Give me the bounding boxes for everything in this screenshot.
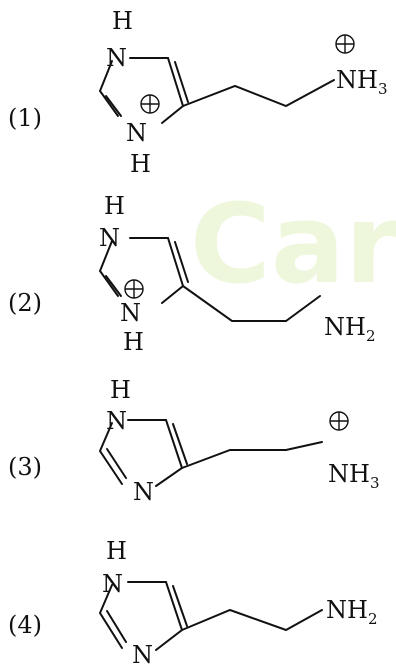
ring-bottom-h: H: [130, 150, 151, 178]
ring-bottom-n: N: [126, 119, 147, 147]
ring-top-h: H: [110, 376, 131, 404]
ethyl-chain: [181, 608, 323, 632]
ring-top-n: N: [99, 224, 120, 252]
amine-group: NH3: [336, 66, 387, 98]
structure-2: (2) H N N H NH2: [8, 192, 375, 356]
ring-double-bond: [174, 61, 189, 103]
ring-bottom-h: H: [123, 328, 144, 356]
ring-top-n: N: [106, 407, 127, 435]
structure-label: (3): [8, 453, 42, 481]
ring-top-n: N: [106, 44, 127, 72]
ring-charge-icon: [124, 279, 144, 299]
structure-3: (3) H N N NH3: [8, 376, 379, 506]
amine-charge-icon: [329, 411, 349, 431]
ring-bottom-n: N: [120, 299, 141, 327]
structure-4: (4) H N N NH2: [8, 537, 377, 665]
ring-bottom-n: N: [132, 641, 153, 665]
structure-label: (4): [8, 611, 42, 639]
ring-bottom-n: N: [133, 478, 154, 506]
ring-top-h: H: [104, 192, 125, 220]
ring-top-n: N: [102, 570, 123, 598]
ring-double-bond-left: [105, 275, 122, 297]
amine-group: NH2: [326, 596, 377, 628]
ring-top-h: H: [112, 7, 133, 35]
ring-bonds-left: [98, 584, 123, 649]
ethyl-chain: [182, 285, 321, 322]
amine-group: NH2: [324, 313, 375, 345]
ring-charge-icon: [140, 94, 160, 114]
ring-bonds: [127, 581, 184, 651]
ring-double-bond: [172, 423, 188, 465]
ring-bonds: [129, 57, 185, 124]
watermark: Car: [190, 180, 396, 308]
ring-top-h: H: [106, 537, 127, 565]
ring-bonds-left: [98, 60, 119, 117]
ring-bonds-left: [98, 240, 119, 297]
ethyl-chain: [181, 441, 323, 469]
amine-group: NH3: [328, 460, 379, 492]
ring-double-bond-left: [106, 610, 127, 643]
ring-double-bond: [174, 241, 189, 283]
ethyl-chain: [182, 79, 335, 108]
amine-charge-icon: [335, 34, 355, 54]
structure-label: (2): [8, 289, 42, 317]
structure-1: (1) H N N H NH3: [8, 7, 387, 178]
ring-double-bond: [172, 585, 188, 627]
ring-bonds-left: [98, 422, 123, 485]
ring-double-bond-left: [106, 448, 127, 479]
ring-double-bond-left: [105, 95, 122, 117]
ring-bonds: [129, 237, 185, 304]
ring-bonds: [127, 419, 184, 487]
structure-label: (1): [8, 104, 42, 132]
